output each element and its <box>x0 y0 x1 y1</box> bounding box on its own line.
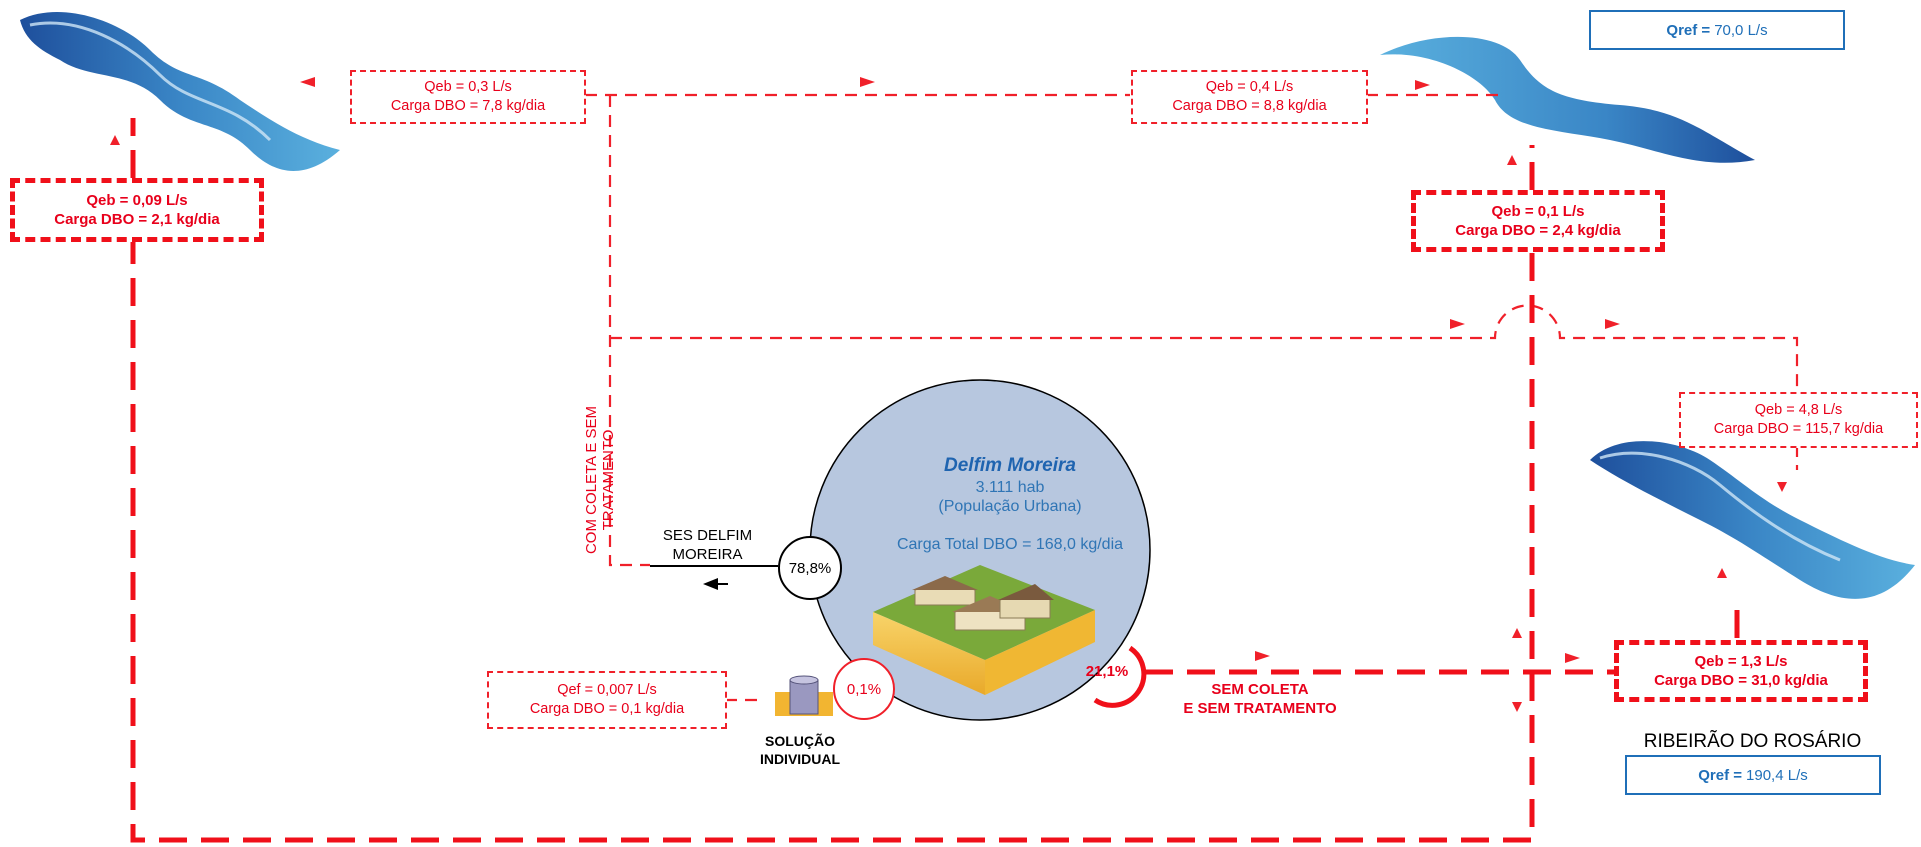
box-qeb-north: Qeb = 0,4 L/s Carga DBO = 8,8 kg/dia <box>1131 70 1368 124</box>
ses-label-line: SES DELFIM <box>662 527 753 544</box>
box-qeb-north-bold: Qeb = 0,1 L/s Carga DBO = 2,4 kg/dia <box>1411 190 1665 252</box>
box-line: Qeb = 1,3 L/s <box>1694 653 1788 670</box>
box-line: Carga DBO = 2,4 kg/dia <box>1455 222 1621 239</box>
thin-flow-lines <box>585 93 1799 702</box>
river-east-icon <box>1590 441 1915 599</box>
city-population: 3.111 hab <box>975 479 1045 496</box>
qref-label: Qref = <box>1698 766 1743 784</box>
box-line: Carga DBO = 31,0 kg/dia <box>1654 672 1828 689</box>
flow-arrows <box>110 77 1787 712</box>
box-line: Carga DBO = 7,8 kg/dia <box>390 98 546 114</box>
box-line: Carga DBO = 0,1 kg/dia <box>529 701 685 717</box>
qref-value: 190,4 L/s <box>1746 766 1808 784</box>
solucao-line: SOLUÇÃO <box>765 733 835 749</box>
ses-label-line: MOREIRA <box>672 546 743 563</box>
box-line: Qef = 0,007 L/s <box>557 682 657 698</box>
box-qeb-east: Qeb = 4,8 L/s Carga DBO = 115,7 kg/dia <box>1679 392 1918 448</box>
com-coleta-label: COM COLETA E SEM TRATAMENTO <box>583 380 617 580</box>
box-line: Qeb = 0,1 L/s <box>1491 203 1585 220</box>
com-coleta-line: COM COLETA E SEM <box>583 405 600 555</box>
box-line: Carga DBO = 8,8 kg/dia <box>1172 98 1327 114</box>
river-north-icon <box>1380 36 1755 163</box>
box-line: Carga DBO = 115,7 kg/dia <box>1713 421 1884 437</box>
box-qef-individual: Qef = 0,007 L/s Carga DBO = 0,1 kg/dia <box>487 671 727 729</box>
pct-ses: 78,8% <box>778 536 842 600</box>
box-line: Qeb = 0,3 L/s <box>424 79 512 95</box>
city-population-note: (População Urbana) <box>938 498 1082 515</box>
box-line: Qeb = 0,4 L/s <box>1205 79 1294 95</box>
box-line: Qeb = 0,09 L/s <box>86 192 188 209</box>
qref-label: Qref = <box>1666 21 1711 39</box>
river-name: RIBEIRÃO DO ROSÁRIO <box>1643 731 1862 752</box>
box-qeb-west-bold: Qeb = 0,09 L/s Carga DBO = 2,1 kg/dia <box>10 178 264 242</box>
thick-flow-lines <box>130 118 1740 843</box>
pct-individual: 0,1% <box>833 658 895 720</box>
ses-arrow-icon <box>703 578 718 590</box>
box-qeb-east-bold: Qeb = 1,3 L/s Carga DBO = 31,0 kg/dia <box>1614 640 1868 702</box>
box-line: Carga DBO = 2,1 kg/dia <box>54 211 220 228</box>
city-total-load: Carga Total DBO = 168,0 kg/dia <box>896 536 1124 553</box>
solucao-line: INDIVIDUAL <box>759 751 841 767</box>
city-name: Delfim Moreira <box>944 455 1076 476</box>
sem-coleta-line: E SEM TRATAMENTO <box>1183 700 1337 717</box>
sem-coleta-arc <box>1093 645 1147 708</box>
qref-top: Qref = 70,0 L/s <box>1589 10 1845 50</box>
box-qeb-west-small: Qeb = 0,3 L/s Carga DBO = 7,8 kg/dia <box>350 70 586 124</box>
sem-coleta-line: SEM COLETA <box>1211 681 1309 698</box>
solucao-label: SOLUÇÃO INDIVIDUAL <box>740 732 860 768</box>
pct-sem-coleta: 21,1% <box>1085 662 1129 680</box>
ses-label: SES DELFIM MOREIRA <box>645 526 770 564</box>
qref-bottom: Qref = 190,4 L/s <box>1625 755 1881 795</box>
box-line: Qeb = 4,8 L/s <box>1754 402 1843 418</box>
septic-tank-icon <box>775 675 833 716</box>
com-coleta-line: TRATAMENTO <box>600 429 617 531</box>
qref-value: 70,0 L/s <box>1714 21 1768 39</box>
city-illustration-icon <box>873 565 1095 695</box>
sem-coleta-label: SEM COLETA E SEM TRATAMENTO <box>1160 680 1360 718</box>
